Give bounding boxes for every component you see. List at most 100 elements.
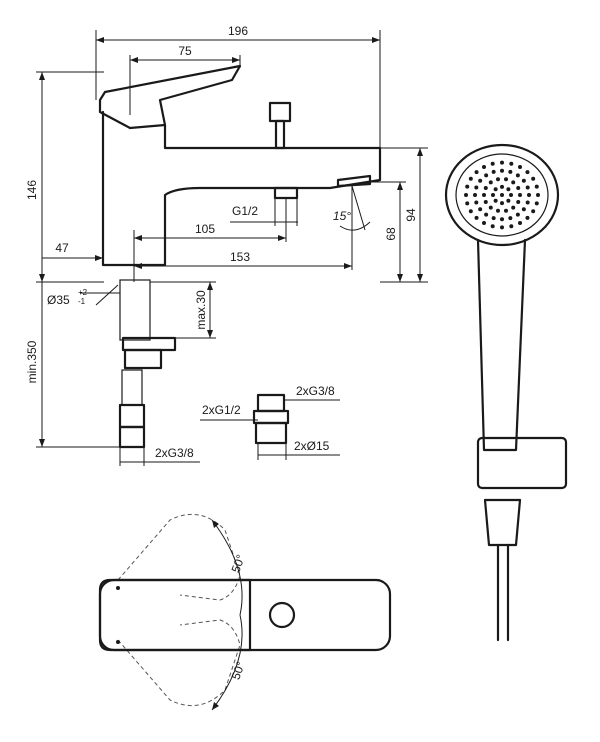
nozzle-dot xyxy=(521,207,526,212)
nozzle-dot xyxy=(491,193,495,197)
nozzle-dot xyxy=(500,193,504,197)
mixer-body xyxy=(101,110,382,267)
nozzle-dot xyxy=(482,193,486,197)
nozzle-dot xyxy=(500,217,504,222)
nozzle-dot xyxy=(493,187,498,192)
nozzle-dot xyxy=(521,178,526,183)
nozzle-dot xyxy=(525,170,530,175)
nozzle-dot xyxy=(515,173,520,178)
nozzle-dot xyxy=(484,212,489,217)
nozzle-dot xyxy=(534,184,539,189)
nozzle-dot xyxy=(508,216,513,221)
flex-hose-nut-top xyxy=(118,403,146,429)
nozzle-dot xyxy=(468,176,473,181)
nozzle-dot xyxy=(490,224,495,229)
nozzle-dot xyxy=(525,215,530,220)
nozzle-dot xyxy=(464,193,468,197)
shower-nozzles xyxy=(464,160,540,230)
nozzle-dot xyxy=(482,221,486,226)
nozzle-dot xyxy=(491,216,496,221)
nozzle-dot xyxy=(491,169,496,174)
nozzle-dot xyxy=(474,185,479,190)
nozzle-dot xyxy=(511,205,516,210)
nozzle-dot xyxy=(495,177,500,182)
label-lever-width: 75 xyxy=(178,44,192,58)
nozzle-dot xyxy=(516,185,521,190)
label-spout-height: 94 xyxy=(404,208,418,222)
label-height: 146 xyxy=(25,180,39,200)
nozzle-dot xyxy=(515,212,520,217)
label-total-width: 196 xyxy=(228,24,248,38)
label-spout-reach: 153 xyxy=(230,250,250,264)
nozzle-dot xyxy=(518,164,522,169)
diverter-stem xyxy=(274,119,286,150)
nozzle-dot xyxy=(504,208,509,213)
label-hole-diameter: Ø35 xyxy=(47,293,70,307)
nozzle-dot xyxy=(465,184,470,189)
nozzle-dot xyxy=(500,225,504,230)
nozzle-dot xyxy=(488,180,493,185)
lever-rotated-down xyxy=(117,619,241,707)
label-adapter-out: 2xG3/8 xyxy=(296,384,335,398)
mixer-top-view xyxy=(98,513,392,711)
label-adapter-pipe: 2xØ15 xyxy=(294,439,330,453)
nozzle-dot xyxy=(531,209,536,214)
label-adapter-in: 2xG1/2 xyxy=(202,403,241,417)
flex-hose-upper xyxy=(119,279,151,341)
nozzle-dot xyxy=(506,187,511,192)
lever-rotated-up xyxy=(117,513,241,601)
nozzle-dot xyxy=(482,164,486,169)
nozzle-dot xyxy=(509,161,514,166)
hose-connector xyxy=(273,186,299,200)
nozzle-dot xyxy=(478,178,483,183)
nozzle-dot xyxy=(500,184,504,189)
nozzle-dot xyxy=(509,224,514,229)
nozzle-dot xyxy=(500,168,504,173)
nozzle-dot xyxy=(516,200,521,205)
nozzle-dot xyxy=(473,193,477,197)
nozzle-dot xyxy=(506,198,511,203)
shower-head xyxy=(444,143,560,247)
nozzle-dot xyxy=(465,201,470,206)
nozzle-dot xyxy=(488,205,493,210)
wall-bracket xyxy=(476,436,568,490)
label-hole-tolerance-minus: -1 xyxy=(78,297,86,306)
nozzle-dot xyxy=(490,161,495,166)
nozzle-dot xyxy=(474,215,479,220)
label-min-flex: min.350 xyxy=(25,340,39,383)
nozzle-dot xyxy=(495,208,500,213)
nozzle-dot xyxy=(531,176,536,181)
shower-handle xyxy=(476,238,527,452)
label-lever-angle-top: 50° xyxy=(229,553,248,575)
adapter xyxy=(200,393,340,460)
label-lever-angle-bottom: 50° xyxy=(229,660,248,682)
spout-outlet xyxy=(336,174,372,188)
nozzle-dot xyxy=(536,193,540,197)
nozzle-dot xyxy=(500,201,504,206)
nozzle-dot xyxy=(474,200,479,205)
flex-hose-nut-bottom xyxy=(118,425,146,449)
lever xyxy=(98,64,242,130)
nozzle-dot xyxy=(468,209,473,214)
nozzle-dot xyxy=(534,201,539,206)
nozzle-dot xyxy=(509,193,513,197)
label-outlet-height: 68 xyxy=(384,227,398,241)
label-max-deck: max.30 xyxy=(194,290,208,330)
nozzle-dot xyxy=(527,193,531,197)
hose-cone xyxy=(483,498,522,547)
dimension-labels: 196 75 146 94 68 15° G1/2 47 105 153 Ø35… xyxy=(25,24,418,682)
nozzle-dot xyxy=(508,169,513,174)
dimension-lines xyxy=(36,30,428,466)
label-hose-distance: 105 xyxy=(195,222,215,236)
nozzle-dot xyxy=(478,207,483,212)
top-body xyxy=(98,578,392,652)
diverter-knob xyxy=(268,101,292,123)
diverter-knob-top xyxy=(268,601,296,629)
nozzle-dot xyxy=(518,193,522,197)
flex-hose-lower xyxy=(121,369,143,406)
nozzle-dot xyxy=(504,177,509,182)
nozzle-dot xyxy=(483,185,488,190)
nozzle-dot xyxy=(525,200,530,205)
nozzle-dot xyxy=(511,180,516,185)
